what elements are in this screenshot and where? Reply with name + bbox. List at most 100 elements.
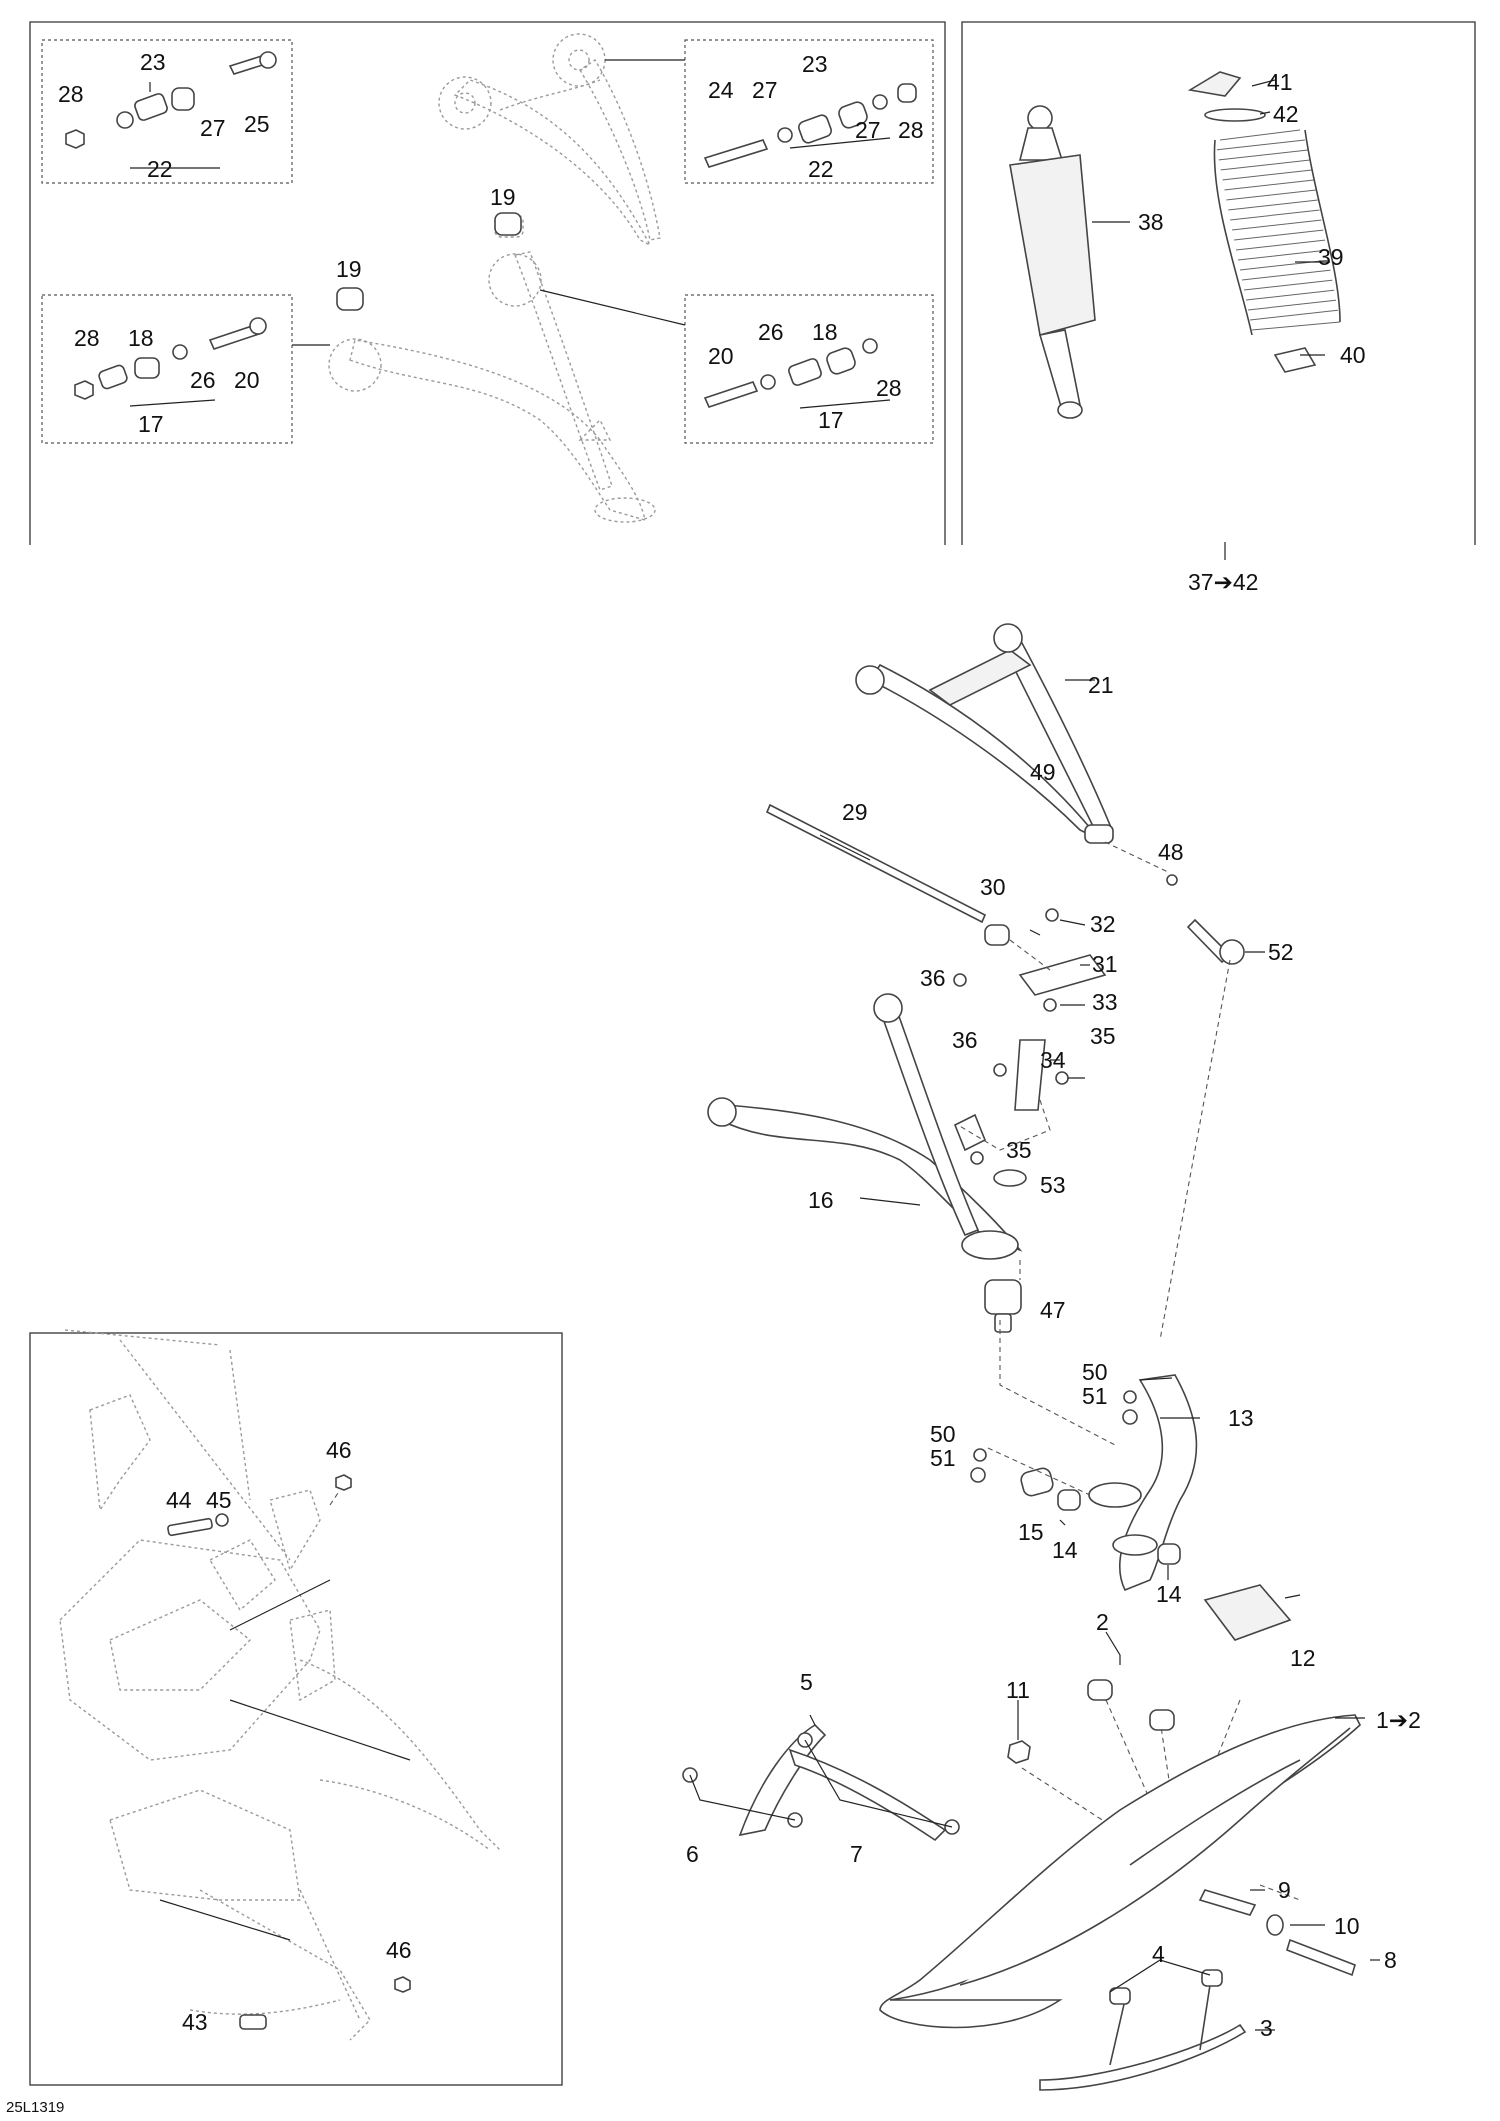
callout-28: 28 — [876, 375, 902, 401]
callout-20: 20 — [708, 343, 734, 369]
bushing-19-upper — [336, 212, 522, 311]
callout-31: 31 — [1092, 951, 1118, 977]
callout-17: 17 — [818, 407, 844, 433]
detail-box-upper-right — [684, 39, 934, 184]
callout-12: 12 — [1290, 1645, 1316, 1671]
callouts: 28 23 27 25 22 23 24 27 27 28 22 19 19 2… — [6, 49, 1421, 2116]
callout-51: 51 — [930, 1445, 956, 1471]
callout-24: 24 — [708, 77, 734, 103]
spring-39 — [1213, 129, 1341, 336]
callout-23: 23 — [802, 51, 828, 77]
hardware-set-lower-left — [74, 317, 267, 400]
hardware-set-upper-left — [65, 51, 277, 149]
callout-26: 26 — [758, 319, 784, 345]
callout-2: 2 — [1096, 1609, 1109, 1635]
callout-50: 50 — [1082, 1359, 1108, 1385]
callout-42: 42 — [1273, 101, 1299, 127]
callout-32: 32 — [1090, 911, 1116, 937]
runner-3-and-saddles-4 — [1039, 1969, 1247, 2091]
callout-10: 10 — [1334, 1913, 1360, 1939]
callout-29: 29 — [842, 799, 868, 825]
callout-35: 35 — [1090, 1023, 1116, 1049]
bushings-14-15 — [1020, 1467, 1181, 1565]
lever-31-and-link-34 — [953, 908, 1107, 1111]
callout-50: 50 — [930, 1421, 956, 1447]
callout-6: 6 — [686, 1841, 699, 1867]
upper-a-arm-ghost — [438, 33, 685, 247]
callout-22: 22 — [147, 156, 173, 182]
callout-44: 44 — [166, 1487, 192, 1513]
callout-43: 43 — [182, 2009, 208, 2035]
upper-right-frame — [961, 21, 1476, 545]
upper-left-frame — [29, 21, 946, 545]
callout-4: 4 — [1152, 1941, 1165, 1967]
detail-box-upper-left — [41, 39, 293, 184]
leader-lines — [129, 79, 1380, 2031]
callout-20: 20 — [234, 367, 260, 393]
ball-joint-47 — [984, 1279, 1022, 1333]
callout-28: 28 — [58, 81, 84, 107]
callout-47: 47 — [1040, 1297, 1066, 1323]
ski-1 — [879, 1714, 1361, 2029]
callout-34: 34 — [1040, 1047, 1066, 1073]
callout-48: 48 — [1158, 839, 1184, 865]
callout-18: 18 — [128, 325, 154, 351]
callout-36: 36 — [920, 965, 946, 991]
callout-26: 26 — [190, 367, 216, 393]
callout-9: 9 — [1278, 1877, 1291, 1903]
callout-16: 16 — [808, 1187, 834, 1213]
callout-18: 18 — [812, 319, 838, 345]
callout-7: 7 — [850, 1841, 863, 1867]
callout-5: 5 — [800, 1669, 813, 1695]
callout-25: 25 — [244, 111, 270, 137]
callout-40: 40 — [1340, 342, 1366, 368]
callout-51: 51 — [1082, 1383, 1108, 1409]
hardware-set-lower-right — [703, 338, 878, 408]
callout-53: 53 — [1040, 1172, 1066, 1198]
ski-hardware-2-9-10-8-11 — [1007, 1679, 1356, 1977]
hardware-set-upper-right — [703, 83, 917, 168]
inset-chassis — [59, 1329, 501, 2041]
callout-13: 13 — [1228, 1405, 1254, 1431]
callout-36: 36 — [952, 1027, 978, 1053]
callout-28: 28 — [898, 117, 924, 143]
callout-14: 14 — [1156, 1581, 1182, 1607]
callout-8: 8 — [1384, 1947, 1397, 1973]
callout-45: 45 — [206, 1487, 232, 1513]
spindle-13 — [970, 1374, 1198, 1592]
callout-14: 14 — [1052, 1537, 1078, 1563]
callout-49: 49 — [1030, 759, 1056, 785]
callout-27: 27 — [752, 77, 778, 103]
figure-reference: 25L1319 — [6, 2099, 64, 2116]
callout-17: 17 — [138, 411, 164, 437]
callout-39: 39 — [1318, 244, 1344, 270]
callout-28: 28 — [74, 325, 100, 351]
tie-rod-end-52 — [1166, 874, 1245, 965]
callout-27: 27 — [200, 115, 226, 141]
callout-3: 3 — [1260, 2015, 1273, 2041]
upper-a-arm-21 — [855, 623, 1114, 844]
callout-52: 52 — [1268, 939, 1294, 965]
callout-15: 15 — [1018, 1519, 1044, 1545]
reinforcement-bracket-5 — [682, 1723, 960, 1842]
callout-30: 30 — [980, 874, 1006, 900]
callout-1-2: 1➔2 — [1376, 1707, 1421, 1733]
frames — [29, 21, 1476, 2086]
callout-33: 33 — [1092, 989, 1118, 1015]
assembly-lines — [957, 841, 1301, 1901]
callout-46: 46 — [386, 1937, 412, 1963]
callout-19: 19 — [490, 184, 516, 210]
callout-22: 22 — [808, 156, 834, 182]
callout-11: 11 — [1006, 1677, 1030, 1703]
callout-37-42: 37➔42 — [1188, 569, 1258, 595]
callout-27: 27 — [855, 117, 881, 143]
callout-21: 21 — [1088, 672, 1114, 698]
ski-handle-12 — [1203, 1584, 1292, 1641]
callout-23: 23 — [140, 49, 166, 75]
callout-41: 41 — [1267, 69, 1293, 95]
callout-46: 46 — [326, 1437, 352, 1463]
shock-absorber-38 — [1009, 105, 1096, 419]
sway-bar-29 — [765, 803, 987, 924]
lower-a-arm-16 — [707, 993, 1027, 1260]
